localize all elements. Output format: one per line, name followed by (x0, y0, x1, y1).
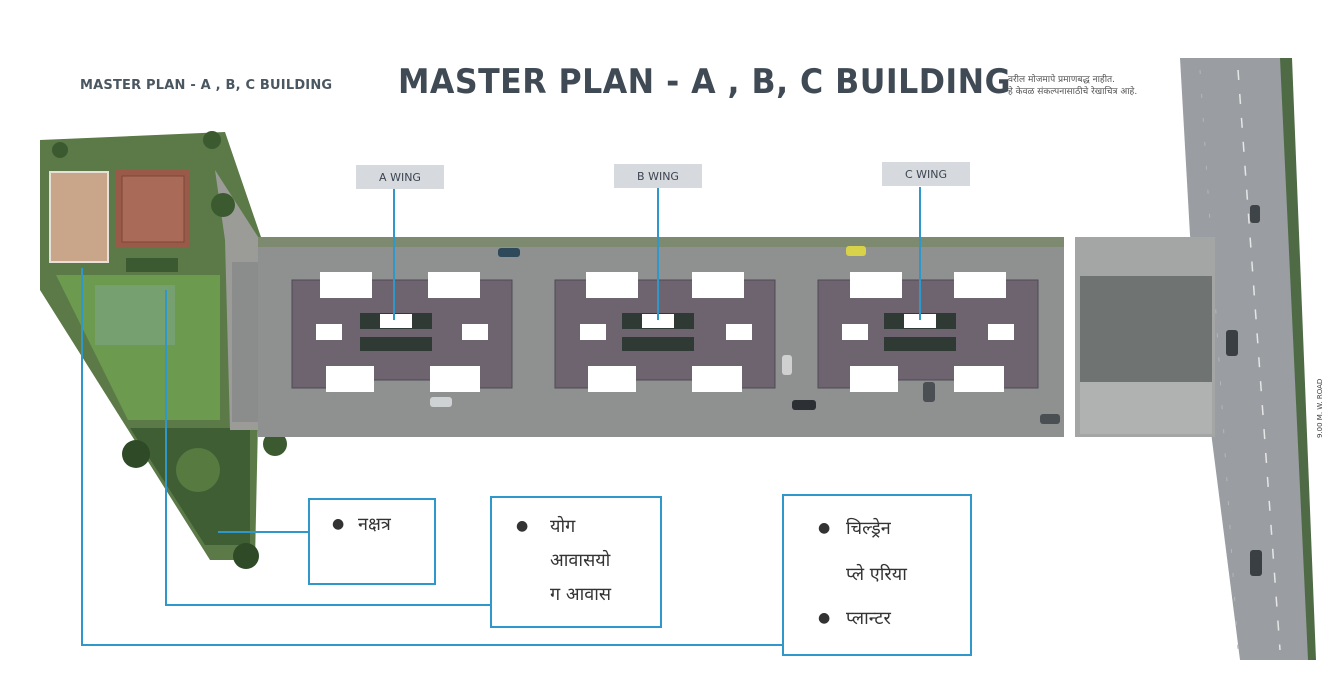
bullet-icon: ● (516, 518, 529, 534)
car-icon (1226, 330, 1238, 356)
bullet-icon: ● (818, 610, 831, 626)
header-small-title: MASTER PLAN - A , B, C BUILDING (80, 78, 333, 93)
amenity-box-children-play: ● चिल्ड्रेन प्ले एरिया ● प्लान्टर (782, 494, 972, 656)
disclaimer-line-1: वरील मोजमापे प्रमाणबद्ध नाहीत. (1008, 75, 1116, 85)
amenity-item-continued: ग आवास (550, 584, 612, 605)
amenity-item: प्लान्टर (846, 608, 891, 629)
wing-pointer-lines (393, 187, 921, 320)
wing-label-a: A WING (356, 165, 444, 189)
amenity-connector-lines (81, 268, 782, 646)
road-label: 9.00 M. W. ROAD (1316, 378, 1324, 438)
building-b-wing (554, 272, 776, 392)
left-park (40, 131, 287, 569)
disclaimer-line-2: हे केवळ संकल्पनासाठीचे रेखाचित्र आहे. (1008, 87, 1138, 97)
amenity-item: चिल्ड्रेन (846, 518, 891, 539)
page-title: MASTER PLAN - A , B, C BUILDING (398, 62, 1012, 102)
bullet-icon: ● (332, 516, 345, 532)
car-icon (1250, 550, 1262, 576)
wing-label-c: C WING (882, 162, 970, 186)
amenity-item-continued: आवासयो (550, 550, 611, 571)
amenity-item: योग (550, 516, 576, 537)
wing-label-b: B WING (614, 164, 702, 188)
bullet-icon: ● (818, 520, 831, 536)
amenity-item-continued: प्ले एरिया (846, 564, 907, 585)
main-road (1180, 58, 1316, 660)
car-icon (1250, 205, 1260, 223)
building-c-wing (817, 272, 1039, 392)
road-label-container: 9.00 M. W. ROAD (1316, 318, 1326, 438)
amenity-box-yoga: ● योग आवासयो ग आवास (490, 496, 662, 628)
building-a-wing (291, 272, 513, 392)
amenity-box-nakshatra: ● नक्षत्र (308, 498, 436, 585)
amenity-item: नक्षत्र (358, 514, 391, 535)
